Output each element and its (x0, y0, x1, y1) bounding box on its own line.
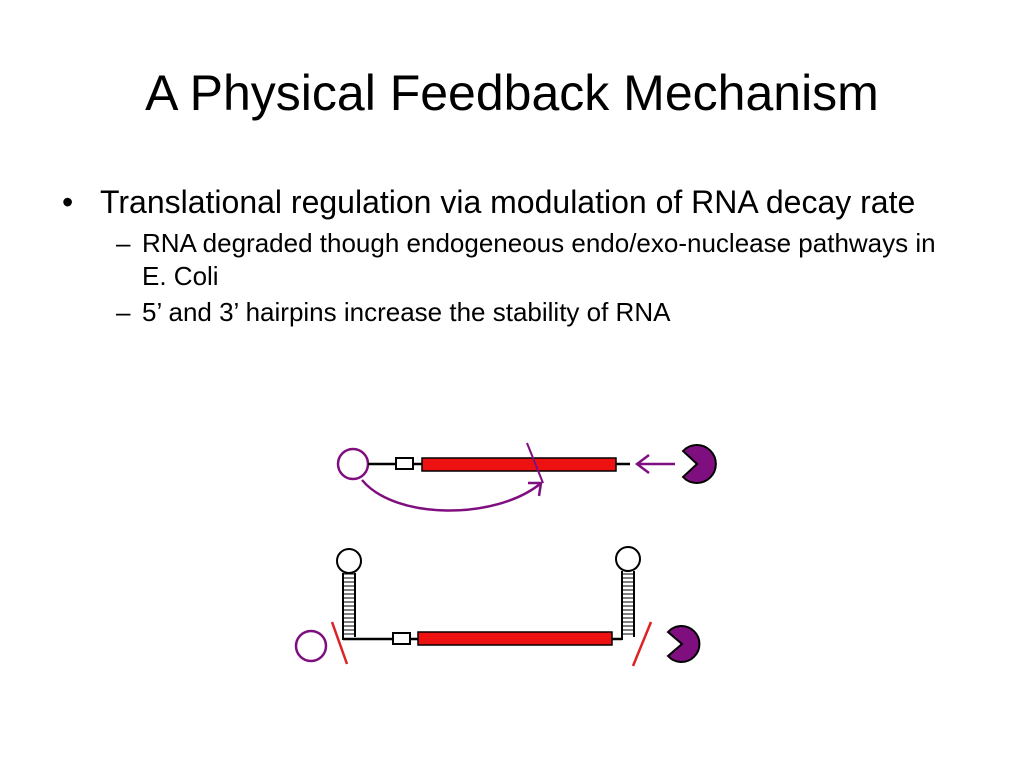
bullet-text: Translational regulation via modulation … (100, 184, 916, 220)
subbullet-item: – 5’ and 3’ hairpins increase the stabil… (62, 296, 962, 329)
blocked-cut-mark (330, 621, 349, 665)
endonuclease-circle-icon (336, 447, 370, 481)
blocked-cut-mark (631, 621, 653, 667)
hairpin-icon (336, 548, 362, 640)
exonuclease-pacman-icon (681, 444, 717, 484)
subbullet-text: 5’ and 3’ hairpins increase the stabilit… (142, 297, 671, 327)
bullet-item: • Translational regulation via modulatio… (62, 182, 962, 222)
exonuclease-pacman-icon (666, 625, 701, 663)
ribosome-binding-site (392, 632, 411, 645)
hairpin-icon (615, 546, 641, 640)
protected-rna-construct (294, 546, 701, 667)
bullet-list: • Translational regulation via modulatio… (62, 182, 962, 329)
bullet-mark: • (62, 184, 74, 220)
endonuclease-circle-icon (294, 629, 328, 663)
exonuclease-arrowhead (634, 454, 650, 474)
rna-coding-bar (417, 631, 613, 646)
subbullet-item: – RNA degraded though endogeneous endo/e… (62, 227, 962, 293)
arc-arrowhead (528, 481, 543, 497)
dash-mark: – (116, 228, 131, 258)
rna-coding-bar (421, 457, 617, 472)
endonuclease-arc-arrow (361, 479, 541, 512)
slide-title: A Physical Feedback Mechanism (145, 65, 879, 121)
subbullet-text: RNA degraded though endogeneous endo/exo… (142, 228, 936, 291)
ribosome-binding-site (395, 457, 414, 470)
dash-mark: – (116, 297, 131, 327)
endonuclease-cut-mark (526, 442, 544, 484)
unprotected-rna-construct (336, 442, 717, 512)
